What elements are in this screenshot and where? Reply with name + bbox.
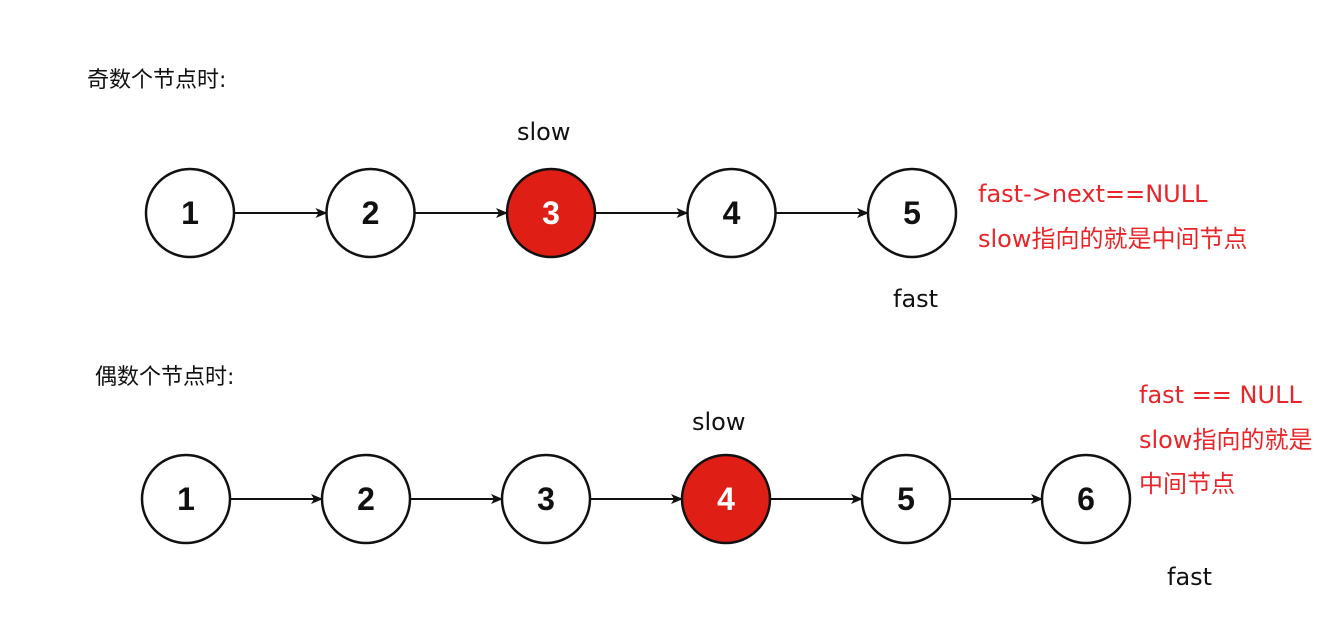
- even-node-label-4: 4: [717, 481, 735, 517]
- even-note-line-1: fast == NULL: [1139, 381, 1302, 409]
- even-heading: 偶数个节点时:: [95, 365, 235, 390]
- odd-heading: 奇数个节点时:: [87, 68, 227, 93]
- odd-note-line-2: slow指向的就是中间节点: [978, 225, 1248, 253]
- odd-node-2: [325, 167, 416, 259]
- odd-node-5: [866, 167, 958, 259]
- odd-slow-label: slow: [517, 118, 571, 146]
- even-note-line-2: slow指向的就是: [1139, 426, 1313, 454]
- odd-fast-label: fast: [893, 285, 939, 313]
- odd-node-label-4: 4: [723, 195, 741, 231]
- odd-linked-list: 1 2 3 4 5: [144, 167, 958, 259]
- even-node-label-5: 5: [897, 481, 915, 517]
- even-node-label-6: 6: [1077, 481, 1095, 517]
- even-node-label-2: 2: [357, 481, 375, 517]
- even-node-label-3: 3: [537, 481, 555, 517]
- odd-node-3-slow: [505, 167, 597, 259]
- even-node-5: [860, 453, 952, 545]
- even-linked-list: 1 2 3 4 5 6: [140, 453, 1132, 545]
- even-node-4-slow: [680, 453, 772, 545]
- even-node-6: [1040, 453, 1132, 545]
- odd-node-4: [686, 167, 777, 259]
- odd-note-line-1: fast->next==NULL: [978, 180, 1208, 208]
- even-fast-label: fast: [1167, 563, 1213, 591]
- even-slow-label: slow: [692, 408, 746, 436]
- odd-node-label-3: 3: [542, 195, 560, 231]
- odd-node-1: [144, 167, 236, 259]
- even-node-3: [500, 453, 592, 545]
- odd-node-label-1: 1: [181, 195, 199, 231]
- even-node-label-1: 1: [177, 481, 195, 517]
- even-node-1: [140, 453, 232, 545]
- odd-node-label-2: 2: [362, 195, 380, 231]
- even-node-2: [320, 453, 412, 545]
- even-note-line-3: 中间节点: [1139, 470, 1235, 498]
- odd-node-label-5: 5: [903, 195, 921, 231]
